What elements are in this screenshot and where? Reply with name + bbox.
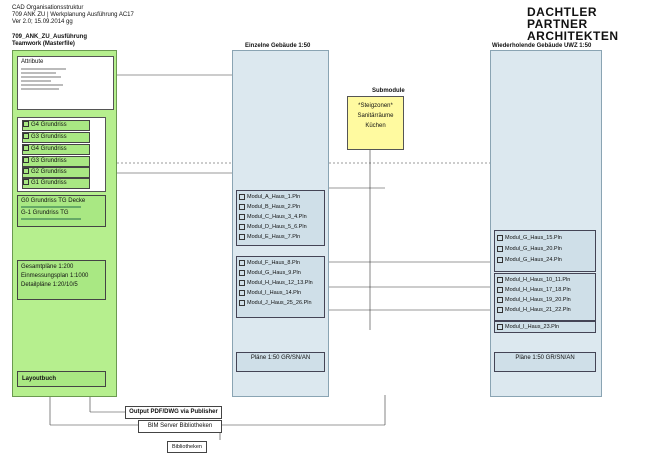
cloud-icon — [23, 145, 29, 152]
cloud-icon — [23, 121, 29, 128]
mid-plans-box[interactable]: Pläne 1:50 GR/SN/AN — [236, 352, 325, 372]
file-icon — [239, 203, 245, 210]
file-icon — [239, 259, 245, 266]
cloud-icon — [23, 133, 29, 140]
file-icon — [239, 269, 245, 276]
right-modules-group-a: Modul_G_Haus_15.Pln Modul_G_Haus_20.Pln … — [494, 230, 596, 272]
document-header: CAD Organisationsstruktur 709 ANK ZU | W… — [12, 5, 134, 26]
right-modules-group-b: Modul_H_Haus_10_11.Pln Modul_H_Haus_17_1… — [494, 273, 596, 321]
cloud-icon — [23, 168, 29, 175]
right-module-c: Modul_I_Haus_23.Pln — [494, 321, 596, 333]
file-icon — [497, 276, 503, 283]
file-icon — [497, 323, 503, 330]
bim-server-box[interactable]: BIM Server Bibliotheken — [138, 420, 222, 433]
file-icon — [239, 193, 245, 200]
file-icon — [497, 286, 503, 293]
modules-group-b: Modul_F_Haus_8.Pln Modul_G_Haus_9.Pln Mo… — [236, 256, 325, 318]
file-icon — [239, 299, 245, 306]
file-icon — [239, 233, 245, 240]
library-box[interactable]: Bibliotheken — [167, 441, 207, 453]
file-icon — [239, 289, 245, 296]
header-line2: 709 ANK ZU | Werkplanung Ausführung AC17 — [12, 12, 134, 18]
overall-plans-box[interactable]: Gesamtpläne 1:200 Einmessungsplan 1:1000… — [17, 260, 106, 300]
cloud-icon — [23, 157, 29, 164]
header-line3: Ver 2.0; 15.09.2014 gg — [12, 19, 73, 25]
file-icon — [239, 279, 245, 286]
layoutbuch-box[interactable]: Layoutbuch — [17, 371, 106, 387]
file-icon — [497, 306, 503, 313]
cloud-icon — [23, 179, 29, 186]
file-icon — [497, 256, 503, 263]
submodule-title: Submodule — [372, 88, 405, 94]
floor-box[interactable]: G1 Grundriss — [22, 178, 90, 189]
middle-column-title: Einzelne Gebäude 1:50 — [245, 43, 311, 49]
floor-box[interactable]: G3 Grundriss — [22, 156, 90, 167]
header-line1: CAD Organisationsstruktur — [12, 5, 84, 11]
basement-box[interactable]: G0 Grundriss TG Decke G-1 Grundriss TG — [17, 195, 106, 227]
file-icon — [239, 213, 245, 220]
file-icon — [239, 223, 245, 230]
right-plans-box[interactable]: Pläne 1:50 GR/SN/AN — [494, 352, 596, 372]
modules-group-a: Modul_A_Haus_1.Pln Modul_B_Haus_2.Pln Mo… — [236, 190, 325, 246]
floor-box[interactable]: G4 Grundriss — [22, 144, 90, 155]
file-icon — [497, 245, 503, 252]
right-column-title: Wiederholende Gebäude UWZ 1:50 — [492, 43, 592, 49]
floor-box[interactable]: G2 Grundriss — [22, 167, 90, 178]
floor-box[interactable]: G4 Grundriss — [22, 120, 90, 131]
file-icon — [497, 234, 503, 241]
floor-box[interactable]: G3 Grundriss — [22, 132, 90, 143]
attribute-box: Attribute — [17, 56, 114, 110]
submodule-box[interactable]: *Steigzonen* Sanitärräume Küchen — [347, 96, 404, 150]
output-box[interactable]: Output PDF/DWG via Publisher — [125, 406, 222, 419]
file-icon — [497, 296, 503, 303]
repeating-buildings-panel — [490, 50, 602, 397]
